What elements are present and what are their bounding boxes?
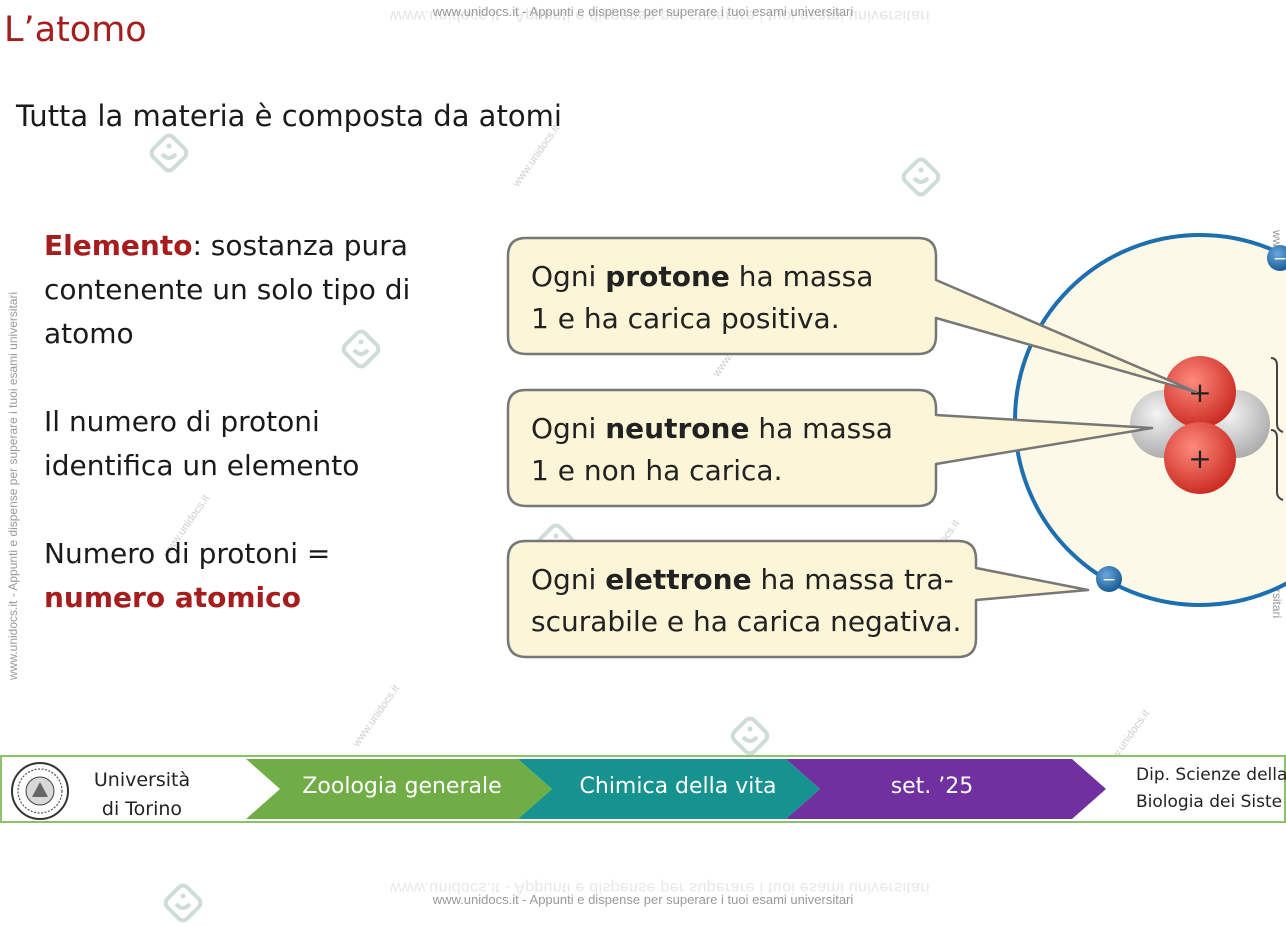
callout-electron-text: Ogni elettrone ha massa tra- scurabile e… xyxy=(531,563,962,638)
unidocs-logo-icon xyxy=(901,157,941,197)
unidocs-logo-icon xyxy=(341,329,381,369)
breadcrumb-label-zoologia: Zoologia generale xyxy=(302,774,502,799)
slide-subtitle: Tutta la materia è composta da atomi xyxy=(16,99,562,133)
footer-bar xyxy=(0,755,1286,823)
watermark-bottom: www.unidocs.it - Appunti e dispense per … xyxy=(432,892,854,907)
breadcrumb-zoologia xyxy=(246,759,552,819)
callout-electron-box xyxy=(506,539,1090,659)
breadcrumb-label-chimica: Chimica della vita xyxy=(579,774,777,799)
department-name: Dip. Scienze della Biologia dei Siste xyxy=(1136,765,1286,812)
breadcrumb-label-date: set. ’25 xyxy=(890,774,974,799)
university-seal-icon xyxy=(11,762,69,820)
paragraph-atomic-number: Numero di protoni = numero atomico xyxy=(44,532,330,620)
proton xyxy=(1164,422,1236,494)
electron xyxy=(1096,566,1122,592)
breadcrumb-date xyxy=(786,759,1106,819)
callout-neutron-box xyxy=(506,388,1154,508)
term-numero-atomico: numero atomico xyxy=(44,581,301,614)
watermark-top: www.unidocs.it - Appunti e dispense per … xyxy=(432,4,854,19)
university-name: Università di Torino xyxy=(93,769,191,820)
unidocs-logo-icon xyxy=(149,133,189,173)
unidocs-logo-icon xyxy=(730,716,770,756)
proton-sign: + xyxy=(1188,442,1211,475)
term-elemento: Elemento xyxy=(44,229,193,262)
electron-sign: − xyxy=(1102,570,1116,590)
callout-proton-box xyxy=(506,236,1198,394)
proton-sign: + xyxy=(1188,376,1211,409)
callout-proton-text: Ogni protone ha massa 1 e ha carica posi… xyxy=(531,260,874,335)
callout-neutron-text: Ogni neutrone ha massa 1 e non ha carica… xyxy=(531,412,893,487)
electron xyxy=(1267,245,1286,271)
proton xyxy=(1164,356,1236,428)
paragraph-element-definition: Elemento: sostanza pura contenente un so… xyxy=(44,229,411,350)
breadcrumb-chimica xyxy=(518,759,820,819)
slide-title: L’atomo xyxy=(4,10,147,50)
paragraph-protons-identify: Il numero di protoni identifica un eleme… xyxy=(44,405,360,482)
electron-sign: − xyxy=(1273,249,1286,269)
